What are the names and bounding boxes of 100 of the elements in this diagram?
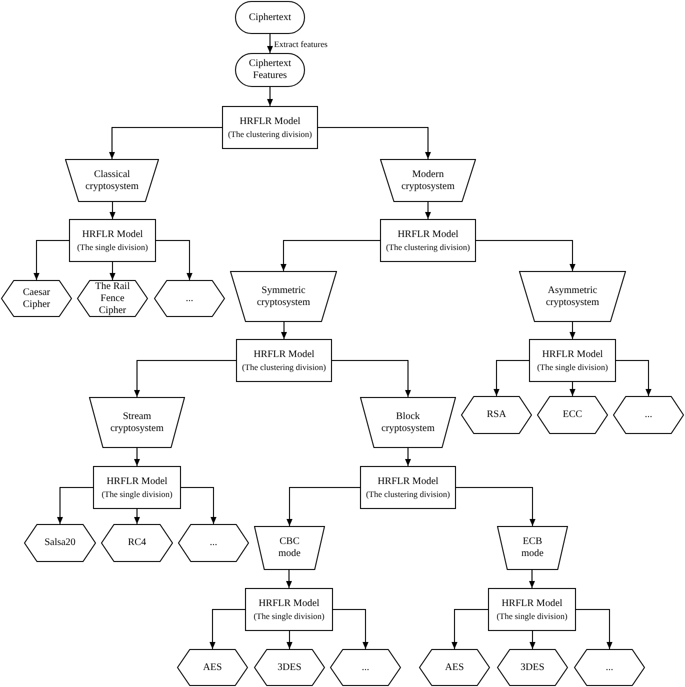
box-subtitle: (The single division) <box>102 488 172 500</box>
hexagon-node <box>574 649 645 686</box>
box-title: HRFLR Model <box>258 598 320 610</box>
hexagon-node <box>537 396 608 434</box>
trapezoid-node <box>380 159 476 202</box>
box-subtitle: (The clustering division) <box>386 240 470 252</box>
box-title: HRFLR Model <box>378 476 438 488</box>
arrow <box>109 127 222 160</box>
arrow <box>530 630 536 650</box>
box-subtitle: (The single division) <box>254 610 324 622</box>
hexagon-node <box>1 280 72 317</box>
box-subtitle: (The clustering division) <box>366 488 450 500</box>
node-label: ... <box>210 537 218 549</box>
node-label: 3DES <box>520 662 544 674</box>
node-label: Symmetric cryptosystem <box>256 284 312 308</box>
arrow <box>616 360 652 396</box>
arrow <box>286 570 292 588</box>
node-label: ECC <box>562 409 582 421</box>
arrow <box>280 240 380 272</box>
arrow <box>425 202 431 220</box>
process-box <box>69 219 156 262</box>
arrow <box>476 240 576 272</box>
arrow <box>570 382 576 396</box>
node-label: RC4 <box>128 537 146 549</box>
arrow <box>456 487 536 526</box>
hexagon-node <box>497 649 568 686</box>
trapezoid-node <box>497 526 568 570</box>
node-label: ... <box>644 409 652 421</box>
arrow <box>134 360 236 398</box>
node-label: RSA <box>486 409 506 421</box>
process-box <box>245 588 333 631</box>
trapezoid-node <box>65 159 159 202</box>
arrow <box>286 630 292 650</box>
hexagon-node <box>613 396 684 434</box>
node-label: CBC mode <box>277 536 302 560</box>
process-box <box>488 588 576 631</box>
arrow <box>267 86 273 106</box>
process-box <box>93 466 181 509</box>
hexagon-node <box>254 649 325 686</box>
arrow <box>34 240 70 280</box>
hexagon-node <box>178 524 249 562</box>
node-label: Asymmetric cryptosystem <box>544 284 600 308</box>
hexagon-node <box>419 649 490 686</box>
node-label: ... <box>606 662 614 674</box>
trapezoid-node <box>519 271 626 322</box>
node-label: Caesar Cipher <box>22 286 52 310</box>
box-title: HRFLR Model <box>542 348 603 360</box>
node-label: Block cryptosystem <box>380 410 436 434</box>
node-label: ... <box>186 292 194 304</box>
node-label: Salsa20 <box>44 537 76 549</box>
process-box <box>360 466 456 509</box>
box-title: HRFLR Model <box>82 228 143 240</box>
arrow <box>318 127 431 160</box>
terminal-node <box>235 1 305 34</box>
arrow <box>332 609 368 650</box>
arrow <box>110 202 116 220</box>
arrow <box>494 360 530 396</box>
hexagon-node <box>177 649 248 686</box>
hexagon-node <box>154 280 225 317</box>
node-label: Ciphertext Features <box>248 58 292 82</box>
arrow <box>570 322 576 340</box>
hexagon-node <box>24 524 96 562</box>
node-label: 3DES <box>278 662 302 674</box>
process-box <box>529 339 616 382</box>
node-label: AES <box>203 662 222 674</box>
node-label: ... <box>362 662 370 674</box>
process-box <box>380 219 476 262</box>
node-label: Classical cryptosystem <box>84 168 140 192</box>
box-subtitle: (The clustering division) <box>242 360 326 372</box>
node-label: AES <box>445 662 464 674</box>
arrow <box>452 609 488 650</box>
hexagon-node <box>101 524 173 562</box>
box-subtitle: (The single division) <box>537 360 608 372</box>
terminal-node <box>235 53 305 87</box>
arrow <box>281 322 287 340</box>
box-title: HRFLR Model <box>398 228 458 240</box>
hexagon-node <box>77 280 148 317</box>
node-label: The Rail Fence Cipher <box>94 280 131 316</box>
arrow <box>405 448 411 466</box>
process-box <box>236 339 332 382</box>
node-label: ECB mode <box>520 536 545 560</box>
arrow <box>529 570 535 588</box>
box-title: HRFLR Model <box>502 598 562 610</box>
trapezoid-node <box>89 397 185 448</box>
arrow <box>57 487 94 524</box>
trapezoid-node <box>254 526 325 570</box>
arrow <box>210 609 246 650</box>
hexagon-node <box>330 649 401 686</box>
box-title: HRFLR Model <box>240 116 300 128</box>
box-title: HRFLR Model <box>254 348 314 360</box>
process-box <box>222 106 318 149</box>
arrow <box>156 240 192 280</box>
node-label: Ciphertext <box>248 12 292 24</box>
arrow <box>110 262 116 280</box>
trapezoid-node <box>360 397 456 448</box>
box-subtitle: (The clustering division) <box>228 128 312 140</box>
box-subtitle: (The single division) <box>77 240 148 252</box>
arrow <box>134 508 140 524</box>
box-subtitle: (The single division) <box>496 610 568 622</box>
node-label: Modern cryptosystem <box>400 168 456 192</box>
